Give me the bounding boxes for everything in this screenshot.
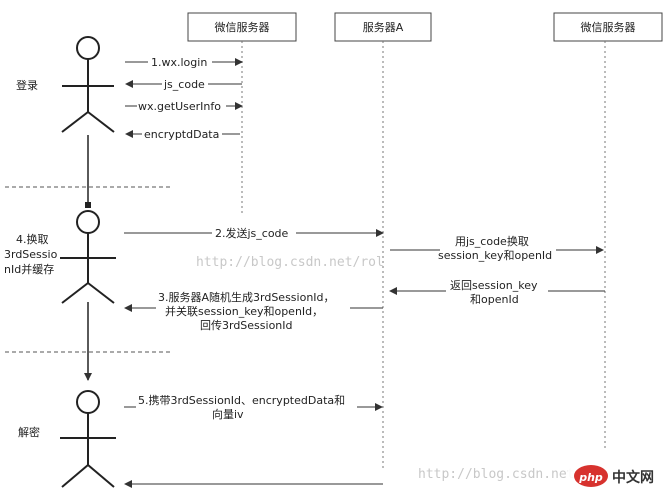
watermark-url-1: http://blog.csdn.net/rol bbox=[196, 255, 384, 270]
message-send-js-code: 2.发送js_code bbox=[124, 226, 384, 240]
message-wx-login: 1.wx.login bbox=[125, 56, 243, 69]
message-encrypted-data: encryptdData bbox=[125, 128, 240, 141]
actor-lifeline-node bbox=[85, 202, 91, 208]
svg-text:js_code: js_code bbox=[163, 78, 205, 91]
section-label-exchange-3: nId并缓存 bbox=[4, 262, 54, 276]
svg-text:和openId: 和openId bbox=[470, 293, 519, 306]
message-return-session-key: 返回session_key 和openId bbox=[389, 279, 605, 306]
participant-server-a: 服务器A bbox=[334, 12, 432, 42]
svg-text:5.携带3rdSessionId、encryptedData: 5.携带3rdSessionId、encryptedData和 bbox=[138, 393, 345, 407]
section-label-exchange-2: 3rdSessio bbox=[4, 248, 58, 261]
message-send-encrypted-data: 5.携带3rdSessionId、encryptedData和 向量iv bbox=[124, 393, 383, 421]
watermark-url-2: http://blog.csdn.net bbox=[418, 467, 575, 482]
actor-user-1 bbox=[61, 36, 115, 133]
message-exchange-session-key: 用js_code换取 session_key和openId bbox=[390, 234, 604, 262]
svg-text:用js_code换取: 用js_code换取 bbox=[455, 234, 529, 248]
svg-text:服务器A: 服务器A bbox=[363, 21, 404, 34]
svg-text:2.发送js_code: 2.发送js_code bbox=[215, 226, 289, 240]
svg-text:session_key和openId: session_key和openId bbox=[438, 249, 552, 262]
svg-text:3.服务器A随机生成3rdSessionId，: 3.服务器A随机生成3rdSessionId， bbox=[158, 290, 335, 304]
svg-text:php: php bbox=[578, 471, 603, 484]
message-get-user-info: wx.getUserInfo bbox=[125, 100, 243, 113]
svg-text:微信服务器: 微信服务器 bbox=[215, 20, 270, 34]
actor-user-2 bbox=[60, 210, 116, 304]
message-return-3rd-session-id: 3.服务器A随机生成3rdSessionId， 并关联session_key和o… bbox=[124, 290, 383, 332]
participant-wechat-right: 微信服务器 bbox=[553, 12, 663, 42]
section-label-exchange-1: 4.换取 bbox=[16, 232, 49, 246]
section-label-decrypt: 解密 bbox=[18, 425, 40, 439]
svg-text:encryptdData: encryptdData bbox=[144, 128, 219, 141]
actor-user-3 bbox=[60, 390, 116, 488]
svg-text:1.wx.login: 1.wx.login bbox=[151, 56, 207, 69]
participant-wechat-left: 微信服务器 bbox=[187, 12, 297, 42]
svg-text:微信服务器: 微信服务器 bbox=[581, 20, 636, 34]
svg-text:wx.getUserInfo: wx.getUserInfo bbox=[138, 100, 221, 113]
svg-text:中文网: 中文网 bbox=[612, 469, 654, 486]
php-logo: php 中文网 bbox=[568, 462, 666, 492]
svg-text:并关联session_key和openId，: 并关联session_key和openId， bbox=[165, 304, 323, 318]
svg-text:回传3rdSessionId: 回传3rdSessionId bbox=[200, 319, 293, 332]
section-label-login: 登录 bbox=[16, 78, 38, 92]
svg-text:返回session_key: 返回session_key bbox=[450, 279, 538, 292]
svg-text:向量iv: 向量iv bbox=[212, 407, 244, 421]
message-js-code: js_code bbox=[125, 78, 242, 91]
